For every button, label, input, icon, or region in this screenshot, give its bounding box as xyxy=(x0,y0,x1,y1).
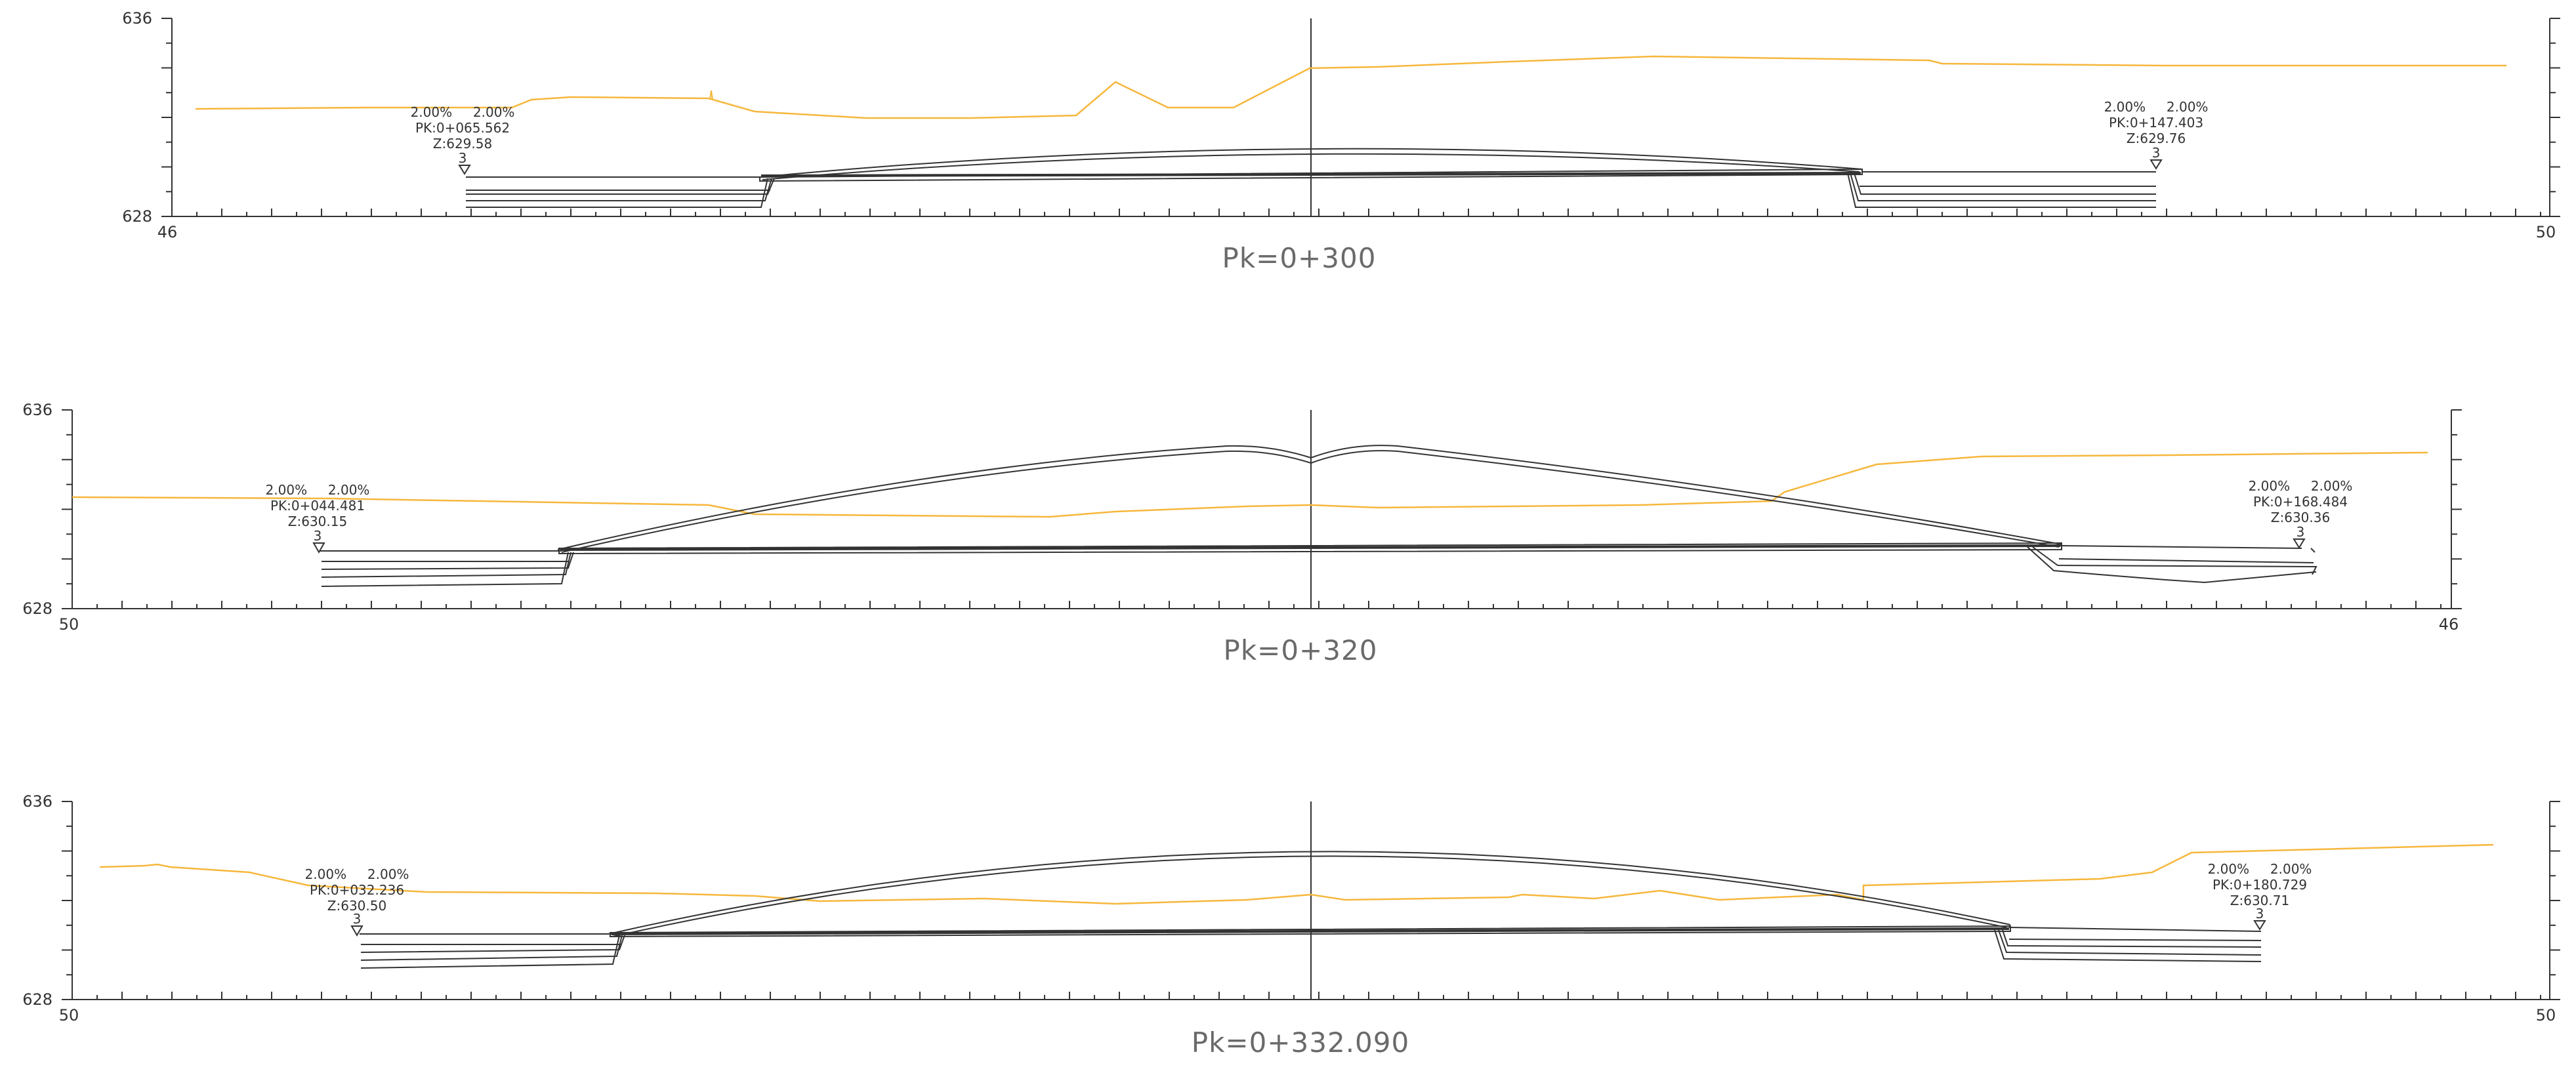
section-2-right-marker: 2.00% 2.00% PK:0+168.484 Z:630.36 3 xyxy=(2249,478,2353,540)
section-1-road-structure xyxy=(458,148,2163,208)
section-1-right-pk: PK:0+147.403 xyxy=(2109,115,2203,131)
section-3-terrain-line xyxy=(99,843,2494,905)
section-2-x-left-label: 50 xyxy=(59,615,79,634)
section-3: 636 628 50 50 2.00% 2.00% PK:0+032.23 xyxy=(22,792,2560,1059)
section-2-terrain-line xyxy=(72,451,2428,518)
section-3-y-top-label: 636 xyxy=(22,792,52,811)
section-1-terrain-line xyxy=(195,55,2506,119)
section-1-left-num: 3 xyxy=(459,150,467,166)
section-3-right-pk: PK:0+180.729 xyxy=(2212,877,2307,893)
section-1-left-pk: PK:0+065.562 xyxy=(415,120,510,136)
section-2-right-slopes: 2.00% 2.00% xyxy=(2249,478,2353,494)
section-1: 636 628 46 50 2.00% 2.00% PK:0+0 xyxy=(122,9,2560,274)
section-1-left-marker: 2.00% 2.00% PK:0+065.562 Z:629.58 3 xyxy=(411,104,515,166)
section-1-right-slopes: 2.00% 2.00% xyxy=(2104,99,2209,115)
section-2-axes xyxy=(62,409,2462,609)
section-3-right-marker: 2.00% 2.00% PK:0+180.729 Z:630.71 3 xyxy=(2208,861,2312,921)
section-2-left-z: Z:630.15 xyxy=(288,514,347,529)
section-2-right-num: 3 xyxy=(2296,524,2305,540)
section-2-x-right-label: 46 xyxy=(2439,615,2459,634)
section-3-x-left-label: 50 xyxy=(59,1006,79,1024)
section-3-y-bottom-label: 628 xyxy=(22,990,52,1009)
section-3-axes xyxy=(62,801,2560,1000)
section-2-title: Pk=0+320 xyxy=(1224,634,1378,666)
section-3-left-marker: 2.00% 2.00% PK:0+032.236 Z:630.50 3 xyxy=(305,866,409,927)
section-3-right-num: 3 xyxy=(2256,906,2264,921)
section-2-left-num: 3 xyxy=(314,528,322,544)
section-3-left-num: 3 xyxy=(353,911,362,927)
section-2-left-pk: PK:0+044.481 xyxy=(270,498,365,514)
section-1-title: Pk=0+300 xyxy=(1222,242,1377,274)
section-1-y-top-label: 636 xyxy=(122,9,152,28)
section-1-x-left-label: 46 xyxy=(157,223,178,241)
section-3-title: Pk=0+332.090 xyxy=(1192,1026,1409,1059)
section-3-left-slopes: 2.00% 2.00% xyxy=(305,866,409,882)
section-1-right-marker: 2.00% 2.00% PK:0+147.403 Z:629.76 3 xyxy=(2104,99,2209,161)
section-2-y-bottom-label: 628 xyxy=(22,599,52,618)
section-3-road-structure xyxy=(350,851,2266,969)
section-2-y-top-label: 636 xyxy=(22,401,52,419)
section-3-left-z: Z:630.50 xyxy=(327,898,386,914)
section-2-left-marker: 2.00% 2.00% PK:0+044.481 Z:630.15 3 xyxy=(266,482,370,544)
section-2: 636 628 50 46 2.00% 2.00% PK:0+044.48 xyxy=(22,401,2462,666)
section-3-right-z: Z:630.71 xyxy=(2230,893,2289,908)
section-1-right-num: 3 xyxy=(2152,145,2161,161)
section-2-right-pk: PK:0+168.484 xyxy=(2253,494,2348,510)
section-1-left-slopes: 2.00% 2.00% xyxy=(411,104,515,120)
section-3-x-right-label: 50 xyxy=(2536,1006,2556,1024)
section-2-right-z: Z:630.36 xyxy=(2271,510,2330,525)
section-1-right-z: Z:629.76 xyxy=(2127,131,2186,146)
section-3-left-pk: PK:0+032.236 xyxy=(310,882,404,898)
section-2-road-structure xyxy=(312,445,2317,587)
section-1-axes xyxy=(161,18,2560,217)
section-2-left-slopes: 2.00% 2.00% xyxy=(266,482,370,498)
section-3-right-slopes: 2.00% 2.00% xyxy=(2208,861,2312,877)
section-1-y-bottom-label: 628 xyxy=(122,207,152,226)
section-1-x-right-label: 50 xyxy=(2536,223,2556,241)
section-1-left-z: Z:629.58 xyxy=(433,136,492,152)
